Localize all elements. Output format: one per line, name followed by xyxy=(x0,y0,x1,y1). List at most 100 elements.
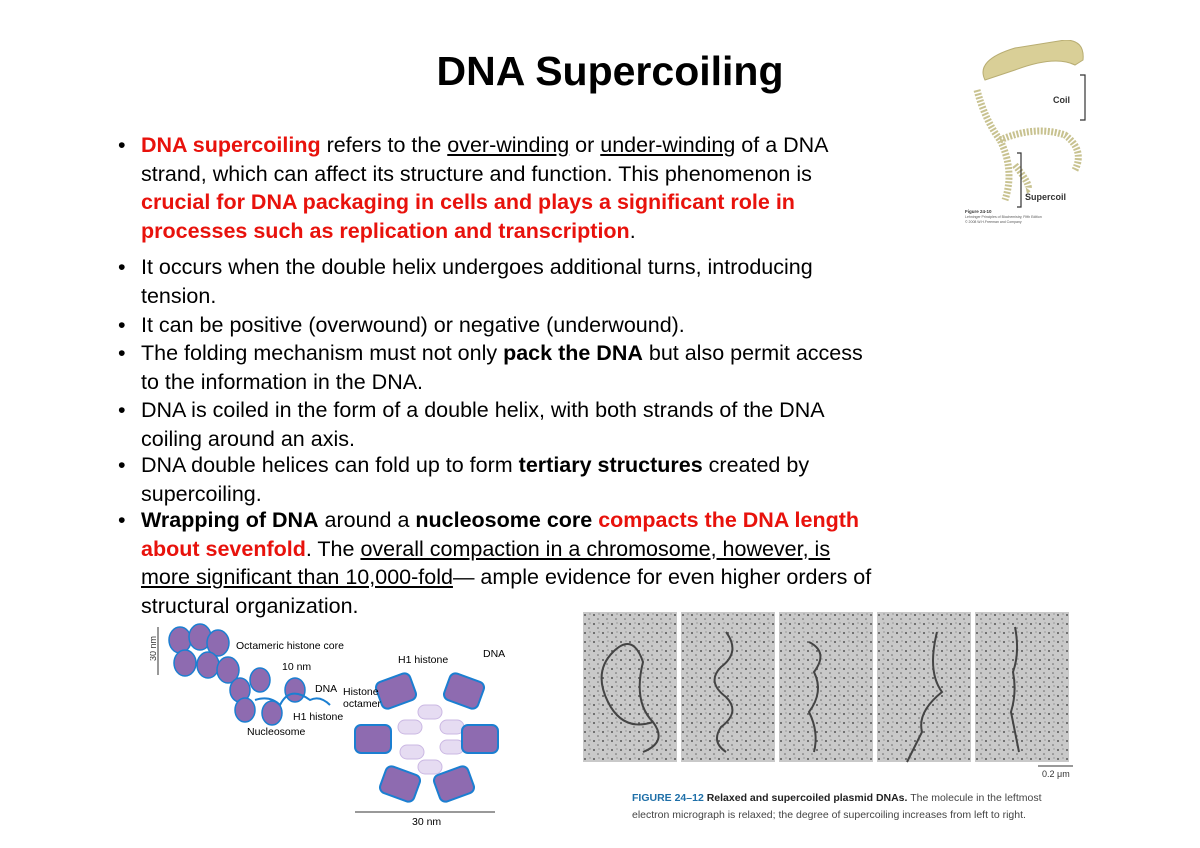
text-segment: compacts the DNA length xyxy=(592,508,860,532)
bullet-item: •DNA double helices can fold up to form … xyxy=(118,451,809,508)
bullet-icon: • xyxy=(118,133,126,157)
bullet-line: The folding mechanism must not only pack… xyxy=(141,339,863,368)
text-segment: under-winding xyxy=(600,133,736,157)
figure-title: Relaxed and supercoiled plasmid DNAs. xyxy=(706,792,908,804)
text-segment: pack the DNA xyxy=(503,341,643,365)
plasmid-dna xyxy=(713,631,734,753)
text-segment: It can be positive (overwound) or negati… xyxy=(141,313,685,337)
figure-number: FIGURE 24–12 xyxy=(632,792,704,804)
bullet-line: DNA supercoiling refers to the over-wind… xyxy=(141,131,829,160)
bullet-line: Wrapping of DNA around a nucleosome core… xyxy=(141,506,871,535)
h1-histone-label-right: H1 histone xyxy=(398,654,448,666)
text-segment: more significant than 10,000-fold xyxy=(141,565,453,589)
figure-copyright: © 2008 W.H.Freeman and Company xyxy=(965,220,1022,224)
bullet-item: • DNA supercoiling refers to the over-win… xyxy=(118,131,829,245)
solenoid-cross-section xyxy=(354,672,499,803)
text-segment: overall compaction in a chromosome, howe… xyxy=(360,536,831,561)
bottom-scale-label: 30 nm xyxy=(412,816,441,828)
text-segment: about sevenfold xyxy=(141,536,306,561)
bullet-icon: • xyxy=(118,508,126,532)
bullet-line: strand, which can affect its structure a… xyxy=(141,160,829,189)
text-segment: DNA is coiled in the form of a double he… xyxy=(141,398,825,422)
text-segment: strand, which can affect its structure a… xyxy=(141,161,812,186)
text-segment: . The xyxy=(305,536,361,561)
ten-nm-label: 10 nm xyxy=(282,661,311,673)
bullet-item: • It occurs when the double helix undergo… xyxy=(118,253,813,310)
plasmid-dna xyxy=(807,641,822,753)
bullet-line: more significant than 10,000-fold— ample… xyxy=(141,563,871,592)
bullet-item: • The folding mechanism must not only pac… xyxy=(118,339,863,396)
nucleosome-label: Nucleosome xyxy=(247,726,306,738)
octameric-histone-core-label: Octameric histone core xyxy=(236,640,344,652)
plasmid-dna xyxy=(600,643,660,753)
bullet-line: coiling around an axis. xyxy=(141,425,825,454)
text-segment: refers to the xyxy=(320,133,448,157)
slide-title: DNA Supercoiling xyxy=(436,48,784,94)
plasmid-dna xyxy=(906,631,944,763)
text-segment: of a DNA xyxy=(735,133,829,157)
figure-credit: Lehninger Principles of Biochemistry, Fi… xyxy=(965,215,1042,219)
bullet-icon: • xyxy=(118,453,126,477)
text-segment: but also permit access xyxy=(642,341,863,365)
text-segment: structural organization. xyxy=(141,593,359,618)
text-segment: around a xyxy=(318,508,416,532)
bullet-item: • Wrapping of DNA around a nucleosome cor… xyxy=(118,506,871,620)
dna-label: DNA xyxy=(315,683,337,695)
bullet-line: tension. xyxy=(141,282,813,311)
bullet-icon: • xyxy=(118,313,126,337)
bullet-icon: • xyxy=(118,398,126,422)
bullet-line: about sevenfold. The overall compaction … xyxy=(141,535,871,564)
text-segment: nucleosome core xyxy=(415,508,593,532)
text-segment: The folding mechanism must not only xyxy=(141,341,504,365)
text-segment: coiling around an axis. xyxy=(141,426,355,451)
micrograph-panel xyxy=(877,612,971,763)
text-segment: tertiary structures xyxy=(518,453,703,477)
text-segment: supercoiling. xyxy=(141,481,262,506)
text-segment: created by xyxy=(702,453,810,477)
figure-number: Figure 24-10 xyxy=(965,209,992,214)
micrograph-panel xyxy=(779,612,873,762)
bullet-line: It occurs when the double helix undergoe… xyxy=(141,253,813,282)
text-segment: — ample evidence for even higher orders … xyxy=(452,565,872,589)
scale-bar-label: 0.2 μm xyxy=(1042,769,1070,779)
coiled-cord xyxy=(973,89,1082,202)
scale-label: 30 nm xyxy=(150,636,158,661)
supercoil-label: Supercoil xyxy=(1025,192,1066,202)
bullet-item: • It can be positive (overwound) or negat… xyxy=(118,311,685,340)
text-segment: DNA double helices can fold up to form xyxy=(141,453,519,477)
micrograph-panel xyxy=(583,612,677,762)
bullet-line: supercoiling. xyxy=(141,480,809,509)
text-segment: over-winding xyxy=(447,133,570,157)
chromatin-fiber xyxy=(168,623,306,726)
histone-octamer-label: Histone xyxy=(343,686,379,698)
histone-octamer-label-2: octamer xyxy=(343,698,381,710)
caption-text: The molecule in the leftmost electron mi… xyxy=(632,792,1042,821)
bullet-line: DNA is coiled in the form of a double he… xyxy=(141,396,825,425)
h1-histone-label: H1 histone xyxy=(293,711,343,723)
text-segment: DNA supercoiling xyxy=(141,133,321,157)
coil-label: Coil xyxy=(1053,95,1070,105)
bullet-line: processes such as replication and transc… xyxy=(141,217,829,246)
text-segment: processes such as replication and transc… xyxy=(141,218,630,243)
bullet-line: structural organization. xyxy=(141,592,871,621)
bullet-line: It can be positive (overwound) or negati… xyxy=(141,311,685,340)
bullet-item: • DNA is coiled in the form of a double h… xyxy=(118,396,825,453)
text-segment: Wrapping of DNA xyxy=(141,508,319,532)
telephone-handset-icon xyxy=(982,40,1084,81)
bullet-icon: • xyxy=(118,255,126,279)
text-segment: crucial for DNA packaging in cells and p… xyxy=(141,190,795,214)
nucleosome-figure: 30 nm Octameric histone core 10 nm DNA H… xyxy=(150,623,505,828)
text-segment: to the information in the DNA. xyxy=(141,369,424,394)
bullet-icon: • xyxy=(118,341,126,365)
micrograph-panel xyxy=(975,612,1069,762)
bullet-line: crucial for DNA packaging in cells and p… xyxy=(141,188,829,217)
text-segment: . xyxy=(629,218,636,243)
bullet-line: to the information in the DNA. xyxy=(141,368,863,397)
text-segment: tension. xyxy=(141,283,217,308)
figure-caption: FIGURE 24–12 Relaxed and supercoiled pla… xyxy=(632,790,1072,824)
plasmid-dna xyxy=(1009,626,1020,753)
dna-label-right: DNA xyxy=(483,648,505,660)
micrograph-panel xyxy=(681,612,775,762)
text-segment: It occurs when the double helix undergoe… xyxy=(141,255,813,279)
